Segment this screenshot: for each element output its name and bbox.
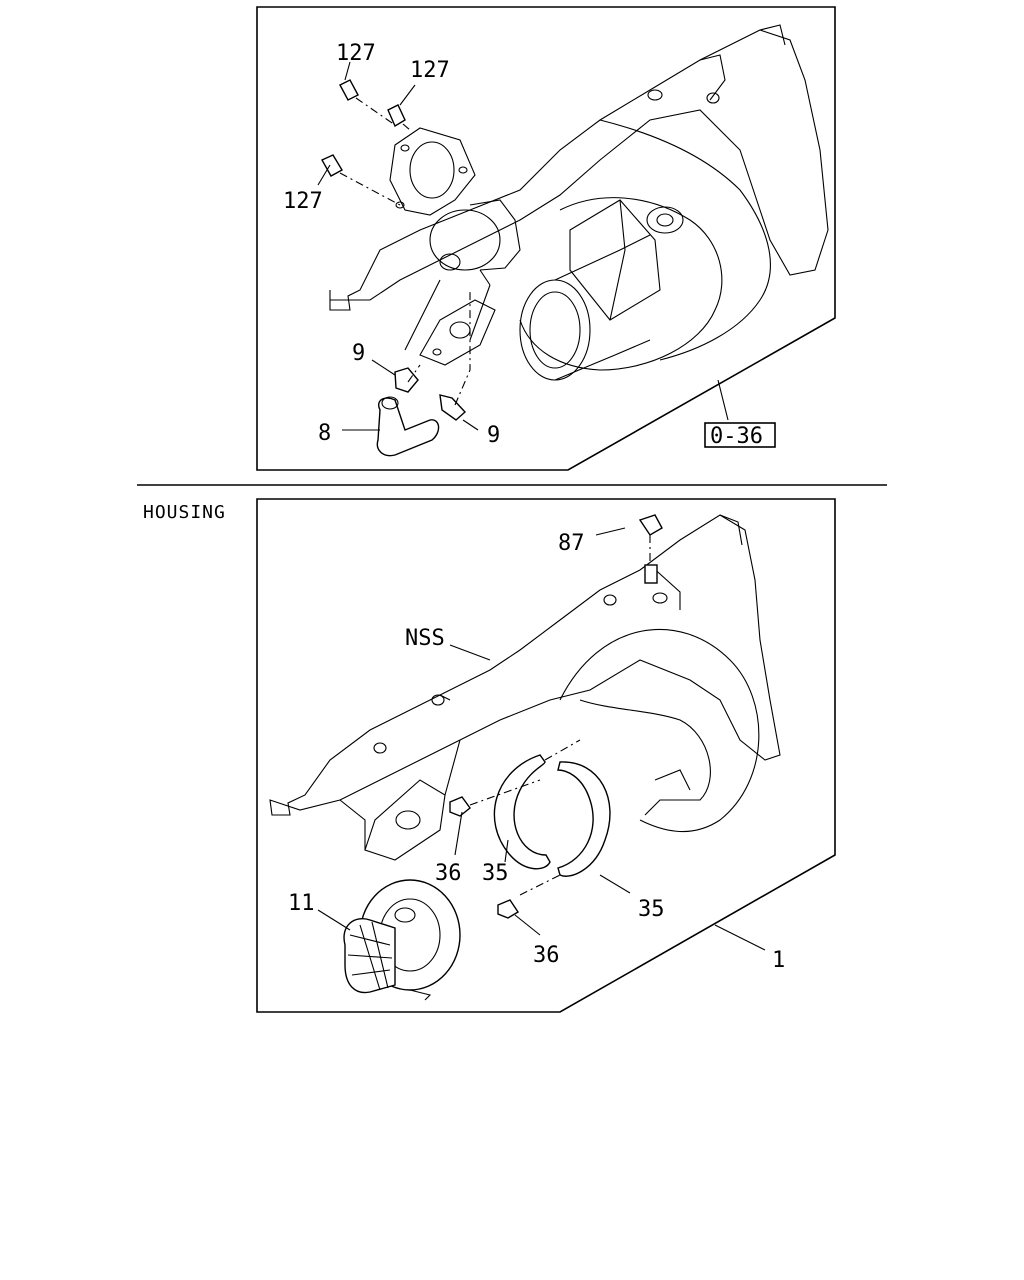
plug-seat: [644, 564, 658, 584]
label-87: 87: [558, 531, 585, 556]
label-36-a: 36: [435, 861, 462, 886]
bolt-9a: [394, 367, 419, 393]
cartridge-11: [317, 879, 461, 1001]
ref-leader: [717, 379, 729, 421]
ref-box-label: 0-36: [710, 424, 763, 449]
bottom-panel: 87 NSS 36 35 35 36 11 1: [256, 498, 836, 1013]
label-127-c: 127: [283, 189, 323, 214]
bolt-9b: [439, 394, 466, 421]
turbine-housing-drawing: [269, 514, 781, 861]
oil-pipe-parts: [342, 290, 479, 457]
bolt-36a: [449, 796, 471, 817]
stud-a: [339, 79, 359, 101]
bolt-36-parts: [449, 796, 541, 936]
top-panel-frame: [256, 6, 836, 471]
label-1: 1: [772, 948, 785, 973]
seal-rings-35: [469, 739, 631, 896]
assembly-leader: [714, 924, 766, 951]
label-11: 11: [288, 891, 315, 916]
top-panel: 127 127 127 9 9 8 0-36: [256, 6, 836, 471]
label-9-b: 9: [487, 423, 500, 448]
oil-pipe-8: [376, 397, 440, 457]
stud-c: [321, 154, 343, 177]
label-35-b: 35: [638, 897, 665, 922]
label-9-a: 9: [352, 341, 365, 366]
label-8: 8: [318, 421, 331, 446]
label-127-b: 127: [410, 58, 450, 83]
ref-box-frame: [704, 422, 776, 448]
stud-b: [387, 104, 406, 128]
label-36-b: 36: [533, 943, 560, 968]
bolt-36b: [497, 899, 519, 919]
turbocharger-assembly-drawing: [329, 24, 829, 381]
bottom-panel-frame: [256, 498, 836, 1013]
label-127-a: 127: [336, 41, 376, 66]
stud-127-parts: [317, 61, 416, 206]
ring-35a: [493, 754, 551, 870]
nss-leader: [449, 644, 491, 661]
section-title: HOUSING: [143, 502, 226, 523]
label-nss: NSS: [405, 626, 445, 651]
ring-35b: [557, 761, 611, 877]
plug-leader: [595, 527, 626, 536]
label-35-a: 35: [482, 861, 509, 886]
plug-87: [638, 514, 663, 536]
